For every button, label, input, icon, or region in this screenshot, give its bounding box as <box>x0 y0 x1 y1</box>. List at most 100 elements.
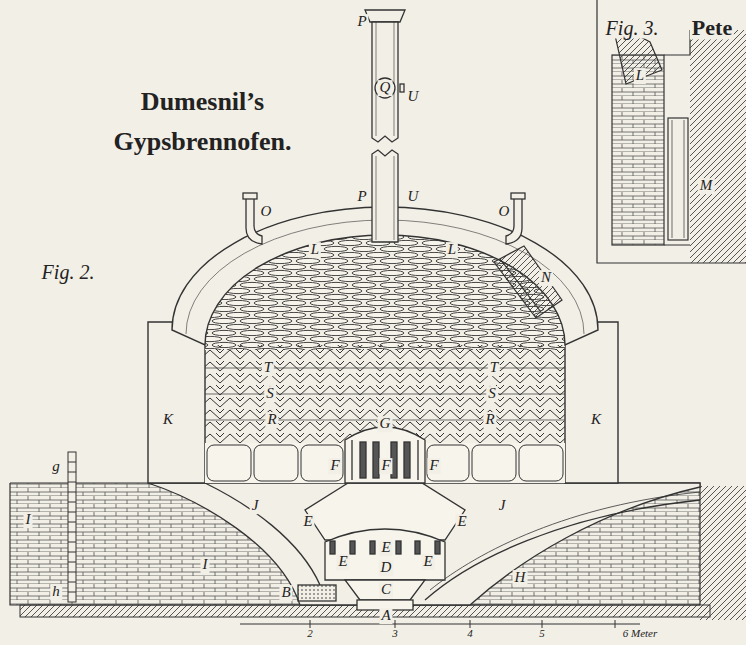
part-letter: P <box>355 14 368 30</box>
scale-number: 4 <box>465 628 475 640</box>
part-letter: E <box>421 554 434 570</box>
kiln-walls <box>148 322 618 483</box>
furnace <box>360 442 366 478</box>
part-letter: I <box>24 512 33 528</box>
scale-number: 6 Meter <box>621 628 660 640</box>
part-letter: h <box>50 584 62 600</box>
inspection-port <box>500 259 541 312</box>
base-stones <box>254 445 298 481</box>
part-letter: E <box>379 540 392 556</box>
part-letter: U <box>406 189 421 205</box>
part-letter: L <box>634 68 646 84</box>
scale-bar <box>240 620 640 628</box>
base-stones <box>301 445 343 481</box>
part-letter: Q <box>378 80 393 96</box>
kiln-walls <box>148 322 205 483</box>
furnace <box>345 427 425 483</box>
base-stones <box>207 445 251 481</box>
vent-pipes <box>511 193 525 199</box>
chimney <box>365 10 405 242</box>
flue-region <box>425 500 700 600</box>
part-letter: B <box>279 585 292 601</box>
furnace <box>330 541 335 554</box>
chimney <box>376 22 394 240</box>
part-letter: S <box>264 386 276 402</box>
part-letter: I <box>201 557 210 573</box>
part-letter: U <box>406 89 421 105</box>
part-letter: E <box>455 514 468 530</box>
gauge-rod <box>68 462 76 592</box>
part-letter: H <box>513 570 528 586</box>
figure-label: Pete <box>690 16 734 39</box>
scale-number: 3 <box>390 628 400 640</box>
flue-region <box>148 483 700 605</box>
kiln-walls <box>565 322 618 483</box>
fig3-detail <box>668 118 688 240</box>
part-letter: E <box>336 554 349 570</box>
title: Dumesnil’s Gypsbrennofen. <box>95 82 310 163</box>
part-letter: C <box>379 582 393 598</box>
gauge-rod <box>68 452 76 602</box>
base-stones <box>472 445 516 481</box>
inspection-port <box>494 246 562 318</box>
furnace <box>415 541 420 554</box>
scale-number: 2 <box>305 628 315 640</box>
vent-pipes <box>243 193 257 199</box>
part-letter: F <box>379 458 392 474</box>
part-letter: J <box>250 498 261 514</box>
part-letter: L <box>446 242 458 258</box>
fig3-detail <box>597 0 746 263</box>
flue-region <box>148 483 700 605</box>
furnace <box>396 541 401 554</box>
furnace <box>298 585 336 601</box>
furnace <box>325 529 445 580</box>
fig3-detail <box>690 30 746 263</box>
part-letter: E <box>301 514 314 530</box>
flue-region <box>430 492 700 590</box>
fig3-detail <box>672 120 684 238</box>
part-letter: S <box>486 386 498 402</box>
furnace <box>404 442 410 478</box>
furnace <box>298 427 465 610</box>
part-letter: O <box>497 204 512 220</box>
foundation <box>10 483 746 620</box>
part-letter: G <box>378 416 393 432</box>
furnace <box>373 442 379 478</box>
inspection-port <box>494 246 562 318</box>
part-letter: O <box>259 204 274 220</box>
scale-bar <box>240 620 640 628</box>
part-letter: J <box>497 498 508 514</box>
furnace <box>350 541 355 554</box>
furnace <box>435 541 440 554</box>
part-letter: R <box>483 412 496 428</box>
fig3-detail <box>597 0 746 263</box>
figure-label: Fig. 3. <box>604 18 661 39</box>
part-letter: K <box>589 412 603 428</box>
fig3-detail <box>612 55 664 245</box>
furnace <box>345 580 425 600</box>
part-letter: L <box>309 242 321 258</box>
part-letter: F <box>427 458 440 474</box>
part-letter: g <box>50 459 62 475</box>
fig3-detail <box>664 30 690 245</box>
flue-region <box>205 483 320 585</box>
part-letter: P <box>355 189 368 205</box>
chimney <box>375 78 395 98</box>
stone-charge <box>205 368 565 420</box>
gauge-rod <box>68 452 76 602</box>
part-letter: A <box>379 608 392 624</box>
base-stones <box>427 445 469 481</box>
part-letter: M <box>698 178 715 194</box>
foundation <box>10 483 700 605</box>
stone-charge <box>200 345 570 443</box>
part-letter: K <box>161 412 175 428</box>
part-letter: T <box>488 360 500 376</box>
furnace <box>370 541 375 554</box>
furnace <box>352 440 418 480</box>
figure-label: Fig. 2. <box>40 262 97 283</box>
foundation <box>700 486 746 620</box>
part-letter: D <box>379 560 394 576</box>
part-letter: T <box>262 360 274 376</box>
part-letter: R <box>265 412 278 428</box>
scale-number: 5 <box>537 628 547 640</box>
